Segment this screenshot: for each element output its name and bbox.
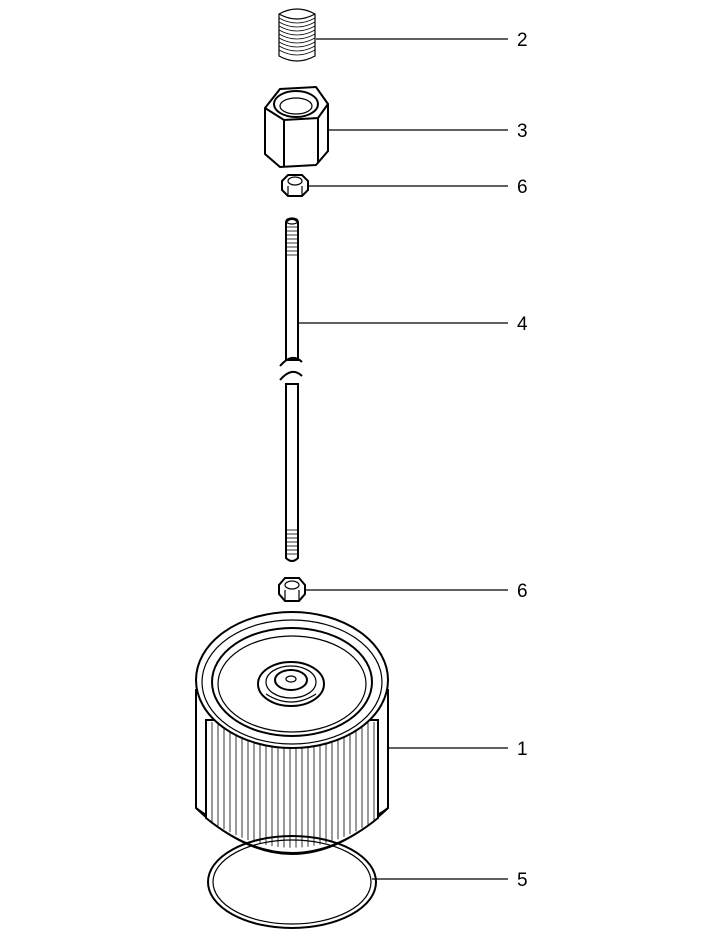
filter-cartridge-part <box>195 611 389 855</box>
callout-label-1: 1 <box>517 739 528 760</box>
spring-part <box>278 8 316 62</box>
callout-label-4: 4 <box>517 314 528 335</box>
threaded-rod-part <box>279 217 303 562</box>
callout-label-2: 2 <box>517 30 528 51</box>
hex-coupling-part <box>264 85 329 169</box>
callout-label-3: 3 <box>517 121 528 142</box>
callout-label-5: 5 <box>517 870 528 891</box>
callout-label-6-top: 6 <box>517 177 528 198</box>
nut-bottom-part <box>278 577 306 602</box>
callout-label-6-bottom: 6 <box>517 581 528 602</box>
nut-top-part <box>281 174 309 197</box>
gasket-ring-part <box>207 835 377 929</box>
